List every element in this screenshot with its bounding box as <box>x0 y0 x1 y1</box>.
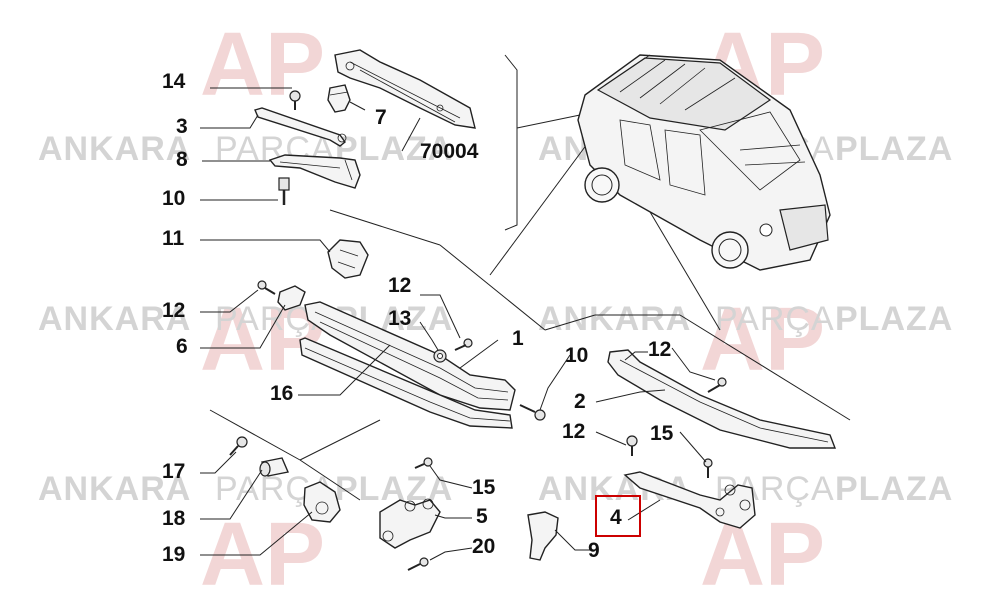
part-20-screw <box>407 557 429 571</box>
callout-15-left: 15 <box>472 476 496 499</box>
part-18-bushing <box>259 457 289 477</box>
callout-7: 7 <box>375 106 387 129</box>
watermark-brand: ANKARA <box>38 300 191 338</box>
callouts: 14 3 8 10 11 12 6 16 17 18 19 7 70004 12… <box>162 70 674 566</box>
part-17-screw <box>229 436 248 456</box>
part-10-bolt <box>278 177 290 205</box>
part-15-screw-left <box>414 457 433 469</box>
callout-2: 2 <box>574 390 586 413</box>
callout-20: 20 <box>472 535 495 558</box>
callout-10: 10 <box>162 187 185 210</box>
part-12-screw-lower <box>626 435 638 456</box>
callout-8: 8 <box>176 148 188 171</box>
callout-18: 18 <box>162 507 186 530</box>
callout-10-right: 10 <box>565 344 588 367</box>
part-16-rail <box>299 337 513 429</box>
part-6-bracket <box>277 285 306 311</box>
callout-14: 14 <box>162 70 186 93</box>
callout-9: 9 <box>588 539 600 562</box>
leader-lines <box>200 87 716 561</box>
part-11-block <box>327 239 369 279</box>
part-3-rod <box>254 107 347 147</box>
part-2-rail <box>607 349 837 449</box>
part-19-clip <box>303 481 341 523</box>
callout-4: 4 <box>610 506 622 529</box>
highlight-box <box>595 495 641 537</box>
callout-16: 16 <box>270 382 293 405</box>
watermark-logo: AP <box>200 15 325 115</box>
part-7-clip <box>327 84 351 113</box>
part-8-cover <box>268 154 361 189</box>
van-illustration <box>577 54 831 271</box>
part-12-screw-right <box>707 377 727 393</box>
part-12-screw-center <box>454 338 473 351</box>
callout-13: 13 <box>388 307 411 330</box>
watermark-brand: PLAZA <box>335 470 453 508</box>
part-14-screw <box>289 90 301 110</box>
part-12-screw-left <box>257 280 276 295</box>
watermark-brand: ANKARA <box>538 300 691 338</box>
callout-19: 19 <box>162 543 185 566</box>
callout-12-lower: 12 <box>562 420 585 443</box>
callout-3: 3 <box>176 115 188 138</box>
callout-12-right: 12 <box>648 338 671 361</box>
watermark-brand: PLAZA <box>835 470 953 508</box>
callout-15-right: 15 <box>650 422 674 445</box>
part-1-rail <box>304 301 516 411</box>
watermark-brand: PARÇA <box>715 300 835 338</box>
callout-5: 5 <box>476 505 488 528</box>
callout-12: 12 <box>162 299 185 322</box>
callout-11: 11 <box>162 227 185 250</box>
part-5-roller-assembly <box>379 498 441 549</box>
callout-12-center: 12 <box>388 274 411 297</box>
watermark-brand: PLAZA <box>835 130 953 168</box>
part-9-bracket <box>527 511 559 561</box>
part-10-bolt-right <box>519 404 546 421</box>
part-70004-bracket <box>334 49 476 129</box>
watermark-brand: ANKARA <box>38 470 191 508</box>
callout-70004: 70004 <box>420 140 479 163</box>
callout-1: 1 <box>512 327 524 350</box>
grouping-lines <box>209 54 851 501</box>
part-4-carriage <box>623 471 756 529</box>
callout-17: 17 <box>162 460 185 483</box>
callout-6: 6 <box>176 335 188 358</box>
watermark-brand: ANKARA <box>38 130 191 168</box>
part-15-screw-right <box>703 458 713 478</box>
watermark-brand: PLAZA <box>835 300 953 338</box>
part-13-nut <box>433 349 447 363</box>
